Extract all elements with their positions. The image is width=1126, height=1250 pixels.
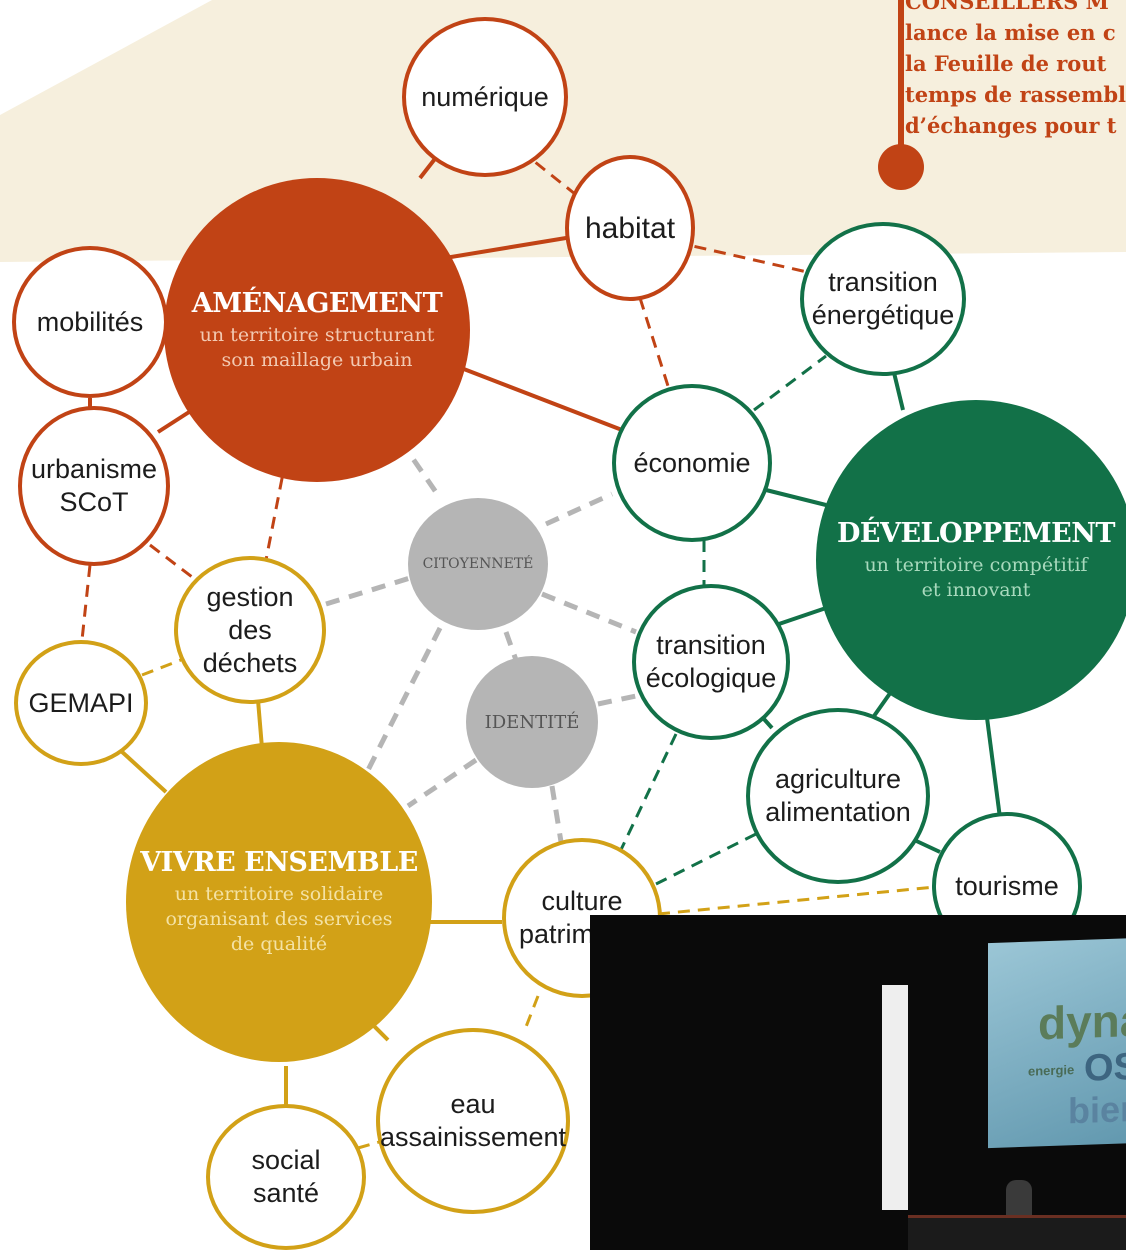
edge-habitat-economie xyxy=(638,297,670,387)
theme-transition-energetique: transition énergétique xyxy=(800,222,966,376)
pillar-vivre-title: VIVRE ENSEMBLE xyxy=(140,847,418,878)
event-photo: dyna OS bien energie xyxy=(590,915,1126,1250)
theme-label: déchets xyxy=(202,647,298,678)
projection-screen: dyna OS bien energie xyxy=(988,936,1126,1149)
theme-urbanisme-scot: urbanisme SCoT xyxy=(18,406,170,566)
note-line: d’échanges pour t xyxy=(905,113,1117,138)
edge-citoyennete-identite xyxy=(503,631,519,661)
theme-label: écologique xyxy=(645,663,777,693)
cloud-word: dyna xyxy=(1038,993,1126,1050)
edge-culture-tourisme xyxy=(657,884,946,916)
theme-label: agriculture xyxy=(774,764,902,794)
edge-urbanisme-gemapi xyxy=(80,564,92,641)
edge-economie-transition-energetique xyxy=(753,354,827,412)
subtitle-line: organisant des services xyxy=(165,908,393,930)
subtitle-line: son maillage urbain xyxy=(221,348,413,371)
theme-label: eau xyxy=(450,1089,496,1119)
value-identite-label: IDENTITÉ xyxy=(484,711,580,733)
edge-culture-eau xyxy=(522,995,540,1033)
edge-gemapi-vivre xyxy=(118,748,168,794)
value-identite: IDENTITÉ xyxy=(466,656,598,788)
stage-table xyxy=(908,1215,1126,1250)
theme-label: social xyxy=(251,1145,321,1175)
edge-gestion-citoyennete xyxy=(325,575,411,607)
pillar-amenagement-title: AMÉNAGEMENT xyxy=(191,287,443,319)
edge-economie-developpement xyxy=(765,488,827,507)
value-citoyennete: CITOYENNETÉ xyxy=(408,498,548,630)
edge-urbanisme-gestion xyxy=(149,543,197,582)
theme-gemapi: GEMAPI xyxy=(14,640,148,766)
pillar-developpement: DÉVELOPPEMENT un territoire compétitif e… xyxy=(816,400,1126,720)
edge-identite-vivre xyxy=(406,757,478,809)
theme-label: santé xyxy=(252,1178,320,1208)
note-pin-dot-icon xyxy=(878,144,924,190)
theme-economie: économie xyxy=(612,384,772,542)
theme-label: alimentation xyxy=(765,797,911,827)
theme-label: transition xyxy=(828,267,938,297)
subtitle-line: de qualité xyxy=(230,933,328,955)
edge-citoyennete-transition-ecologique xyxy=(541,591,637,635)
theme-label: SCoT xyxy=(59,487,129,517)
note-line: lance la mise en c xyxy=(905,20,1116,45)
theme-agriculture-alimentation: agriculture alimentation xyxy=(746,708,930,884)
edge-identite-culture xyxy=(549,785,565,849)
theme-transition-ecologique: transition écologique xyxy=(632,584,790,740)
cloud-word: energie xyxy=(1028,1062,1075,1079)
theme-label: habitat xyxy=(584,211,676,245)
theme-label: GEMAPI xyxy=(28,687,134,718)
pillar-vivre-ensemble: VIVRE ENSEMBLE un territoire solidaire o… xyxy=(126,742,432,1062)
subtitle-line: un territoire compétitif xyxy=(864,553,1088,576)
subtitle-line: et innovant xyxy=(921,578,1031,601)
theme-label: numérique xyxy=(421,81,549,112)
pillar-amenagement-subtitle: un territoire structurant son maillage u… xyxy=(200,323,435,373)
theme-label: assainissement xyxy=(379,1122,567,1152)
theme-eau-assainissement: eau assainissement xyxy=(376,1028,570,1214)
cloud-word: OS xyxy=(1084,1045,1126,1090)
theme-label: transition xyxy=(656,630,766,660)
theme-habitat: habitat xyxy=(565,155,695,301)
pillar-developpement-title: DÉVELOPPEMENT xyxy=(837,517,1115,549)
theme-label: économie xyxy=(633,447,751,478)
edge-developpement-tourisme xyxy=(984,709,1002,819)
note-text-block: CONSEILLERS M lance la mise en c la Feui… xyxy=(905,0,1126,141)
edge-habitat-transition-energetique xyxy=(674,240,808,274)
theme-label: urbanisme xyxy=(30,454,158,484)
edge-transition-ecologique-developpement xyxy=(775,606,827,627)
banner-stand xyxy=(882,985,908,1210)
edge-gemapi-gestion xyxy=(141,656,187,677)
edge-amenagement-habitat xyxy=(444,236,567,260)
edge-amenagement-economie xyxy=(455,364,623,432)
edge-gestion-vivre xyxy=(256,699,264,749)
theme-label: des xyxy=(228,614,272,645)
theme-label: énergétique xyxy=(811,300,955,330)
theme-label: tourisme xyxy=(955,870,1059,901)
note-line: temps de rassembl xyxy=(905,82,1126,107)
edge-citoyennete-economie xyxy=(544,491,614,527)
edge-citoyennete-vivre xyxy=(361,626,443,780)
edge-amenagement-gestion xyxy=(264,457,288,561)
edge-agriculture-culture xyxy=(655,832,757,886)
theme-social-sante: social santé xyxy=(206,1104,366,1250)
theme-label: gestion xyxy=(206,581,294,612)
pillar-developpement-subtitle: un territoire compétitif et innovant xyxy=(864,553,1087,603)
theme-gestion-dechets: gestion des déchets xyxy=(174,556,326,704)
pillar-vivre-subtitle: un territoire solidaire organisant des s… xyxy=(165,882,392,957)
theme-numerique: numérique xyxy=(402,17,568,177)
edge-transition-ecologique-culture xyxy=(616,733,678,857)
value-citoyennete-label: CITOYENNETÉ xyxy=(422,556,534,572)
note-line: la Feuille de rout xyxy=(905,51,1107,76)
subtitle-line: un territoire solidaire xyxy=(174,883,384,905)
theme-label: mobilités xyxy=(36,306,144,337)
edge-identite-transition-ecologique xyxy=(597,693,637,707)
cloud-word: bien xyxy=(1068,1087,1126,1132)
note-line: CONSEILLERS M xyxy=(905,0,1109,14)
subtitle-line: un territoire structurant xyxy=(199,323,435,346)
theme-mobilites: mobilités xyxy=(12,246,168,398)
pillar-amenagement: AMÉNAGEMENT un territoire structurant so… xyxy=(164,178,470,482)
theme-label: culture xyxy=(541,886,623,916)
